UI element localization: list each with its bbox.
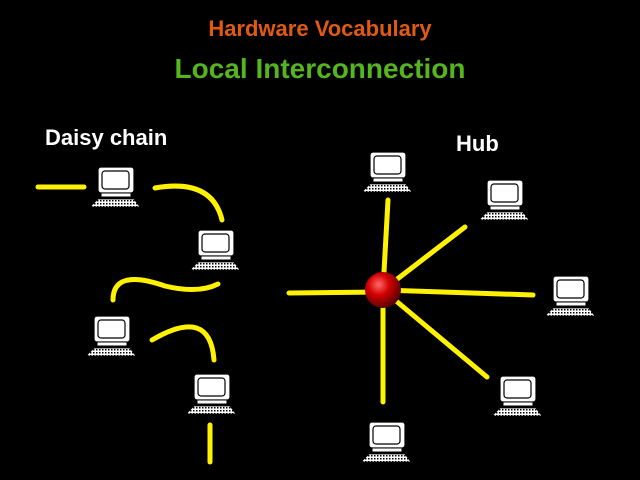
daisy-cable-4: [149, 324, 217, 363]
daisy-cable-2: [152, 183, 225, 223]
daisy-chain-label: Daisy chain: [45, 125, 168, 150]
desktop-computer-icon: [185, 373, 237, 415]
desktop-computer-icon: [85, 315, 137, 357]
hub-cable-lower-right: [380, 287, 490, 380]
hub-label: Hub: [456, 131, 499, 156]
desktop-computer-icon: [544, 275, 596, 317]
slide-title: Local Interconnection: [174, 53, 466, 84]
desktop-computer-icon: [89, 166, 141, 208]
daisy-cable-3: [110, 277, 221, 303]
hub-cable-right: [380, 287, 536, 298]
desktop-computer-icon: [491, 375, 543, 417]
desktop-computer-icon: [361, 151, 413, 193]
computers: [85, 151, 596, 463]
desktop-computer-icon: [189, 229, 241, 271]
red-sphere-hub-icon: [365, 272, 401, 308]
desktop-computer-icon: [478, 179, 530, 221]
slide-supertitle: Hardware Vocabulary: [208, 16, 432, 41]
desktop-computer-icon: [360, 421, 412, 463]
hub: [365, 272, 401, 308]
